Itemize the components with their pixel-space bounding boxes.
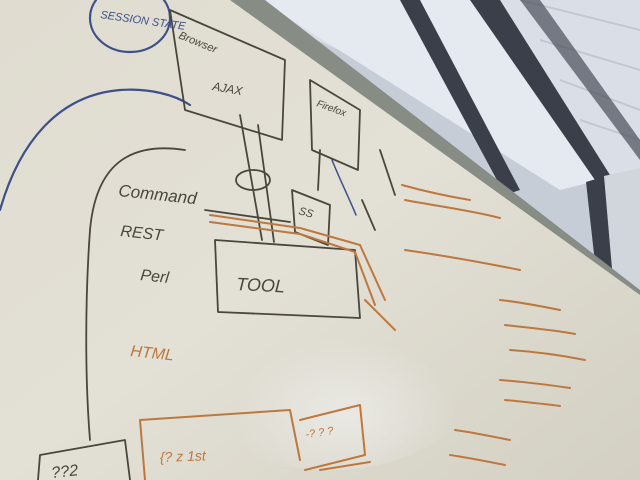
dark-ink-strokes [37,9,396,480]
label-ss: SS [297,205,315,221]
label-bottom-right: -? ? ? [305,425,335,441]
label-tool: TOOL [236,274,286,297]
light-glare [170,250,490,470]
window-frame-bar [400,0,520,195]
label-rest: REST [120,223,165,244]
window-frame-bar [520,0,640,160]
blue-ink-strokes [0,0,357,216]
label-bottom-left: ??2 [51,462,79,480]
orange-ink-strokes [139,184,586,480]
wall-panel [604,168,640,300]
label-html: HTML [130,343,175,364]
window-frame-bar [470,0,610,180]
window-glass [260,0,600,190]
label-perl: Perl [140,267,171,287]
label-bottom-mid: {? z 1st [160,447,208,465]
ceiling [230,0,640,190]
label-ajax: AJAX [210,79,244,98]
